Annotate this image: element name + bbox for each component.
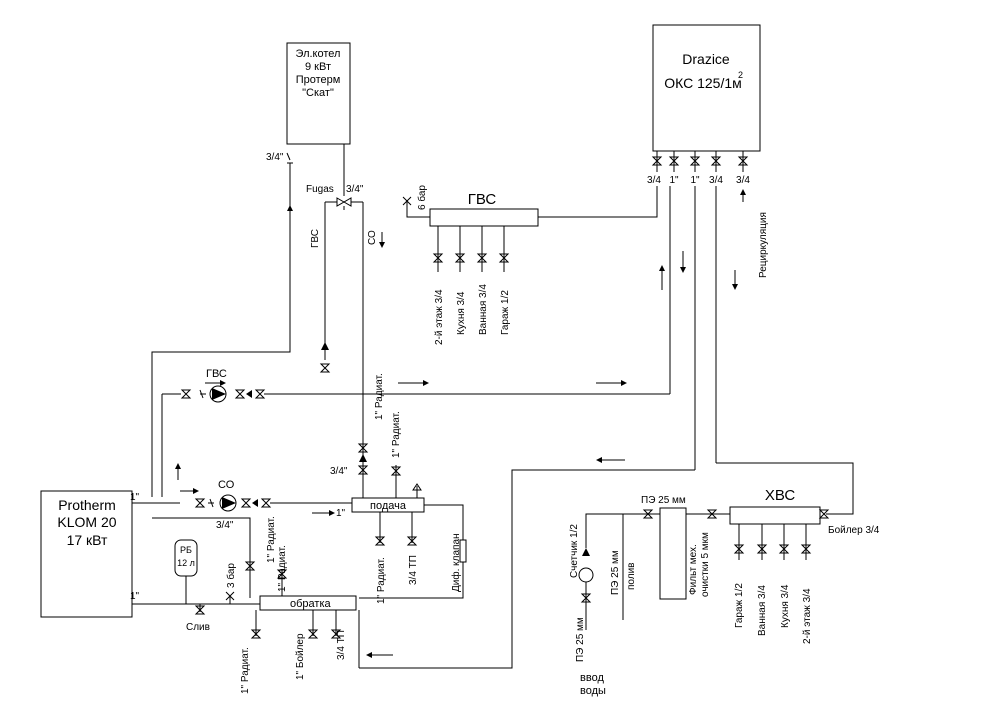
size-label: 3/4" bbox=[266, 152, 284, 163]
gvs-riser-label: ГВС bbox=[310, 229, 321, 248]
hvs-manifold-title: ХВС bbox=[765, 487, 796, 504]
recirculation-line: Рециркуляция bbox=[694, 186, 769, 470]
electric-boiler-line1: Эл.котел bbox=[296, 48, 341, 60]
rb-volume: 12 л bbox=[177, 558, 195, 568]
fugas-label: Fugas bbox=[306, 184, 334, 195]
gvs-pump-label: ГВС bbox=[206, 368, 227, 380]
gvs-manifold: ГВС 6 бар 2-й этаж 3/4 Кухня 3/4 Ванная … bbox=[402, 185, 658, 345]
hvs-manifold: ХВС Бойлер 3/4 Гараж 1/2 Ванная 3/4 Кухн… bbox=[569, 186, 880, 697]
water-input-label-2: воды bbox=[580, 685, 606, 697]
radiator-label: 1" Радиат. bbox=[240, 647, 251, 694]
electric-boiler-line2: 9 кВт bbox=[305, 61, 331, 73]
tp-label: 3/4 ТП bbox=[336, 630, 347, 660]
tank-port-label: 3/4 bbox=[709, 175, 723, 186]
supply-manifold-label: подача bbox=[370, 500, 407, 512]
electric-boiler: Эл.котел 9 кВт Протерм "Скат" bbox=[286, 42, 351, 145]
meter-label: Счетчик 1/2 bbox=[569, 524, 580, 578]
tank-model-sup: 2 bbox=[738, 70, 743, 80]
tp-label: 3/4 ТП bbox=[408, 555, 419, 585]
gvs-outlet-label: Кухня 3/4 bbox=[456, 291, 467, 335]
hvs-outlet-label: Гараж 1/2 bbox=[734, 583, 745, 628]
gvs-outlet-label: Ванная 3/4 bbox=[478, 284, 489, 335]
filter-label-2: очистки 5 мкм bbox=[700, 532, 711, 597]
size-label: 3/4" bbox=[216, 520, 234, 531]
radiator-label: 1" Радиат. bbox=[374, 373, 385, 420]
size-label: 1" bbox=[130, 492, 140, 503]
water-input-label-1: ввод bbox=[580, 672, 604, 684]
electric-boiler-line3: Протерм bbox=[296, 74, 341, 86]
electric-boiler-line4: "Скат" bbox=[302, 87, 334, 99]
return-manifold: 3/4" 1" Радиат. 1" Радиат. обратка 1" РБ… bbox=[130, 457, 695, 694]
tank-brand: Drazice bbox=[682, 51, 730, 67]
size-label: 1" bbox=[130, 591, 140, 602]
rb-name: РБ bbox=[180, 545, 192, 555]
irrigation-label: полив bbox=[626, 563, 637, 591]
radiator-label: 1" Радиат. bbox=[277, 545, 288, 592]
tank-port-label: 1" bbox=[690, 175, 700, 186]
gvs-pump-loop: ГВС bbox=[161, 186, 686, 497]
pe-label: ПЭ 25 мм bbox=[610, 550, 621, 595]
gas-boiler-line1: Protherm bbox=[58, 497, 116, 513]
pressure-6-label: 6 бар bbox=[416, 185, 428, 210]
drain-label: Слив bbox=[186, 622, 210, 633]
pe-label: ПЭ 25 мм bbox=[641, 495, 686, 506]
hvs-outlet-label: Кухня 3/4 bbox=[780, 584, 791, 628]
radiator-label: 1" Радиат. bbox=[266, 516, 277, 563]
tank-model: ОКС 125/1м bbox=[664, 75, 742, 91]
so-riser-label: СО bbox=[367, 230, 378, 245]
pe-label: ПЭ 25 мм bbox=[575, 617, 586, 662]
radiator-label: 1" Радиат. bbox=[376, 557, 387, 604]
gvs-outlet-label: Гараж 1/2 bbox=[500, 290, 511, 335]
so-pump-loop: 1" СО 1" подача 3/4" 1" Радиат. 1" Радиа… bbox=[130, 373, 467, 604]
hvs-outlet-label: Ванная 3/4 bbox=[757, 585, 768, 636]
gas-boiler-line2: KLOM 20 bbox=[57, 514, 116, 530]
so-pump-label: СО bbox=[218, 479, 235, 491]
gas-boiler-line3: 17 кВт bbox=[67, 532, 108, 548]
recirculation-label: Рециркуляция bbox=[758, 212, 769, 278]
hvs-outlet-label: 2-й этаж 3/4 bbox=[802, 588, 813, 644]
filter-label: Фильт мех. bbox=[688, 544, 699, 595]
boiler-port-label: Бойлер 3/4 bbox=[828, 525, 880, 536]
electric-boiler-piping: 3/4" Fugas 3/4" ГВС СО bbox=[151, 144, 385, 497]
size-label: 1" bbox=[336, 508, 346, 519]
return-manifold-label: обратка bbox=[290, 598, 332, 610]
pressure-3-label: 3 бар bbox=[225, 563, 237, 588]
tank-port-label: 3/4 bbox=[736, 175, 750, 186]
diff-valve-label: Диф. клапан bbox=[450, 533, 462, 592]
gvs-outlet-label: 2-й этаж 3/4 bbox=[434, 289, 445, 345]
radiator-label: 1" Радиат. bbox=[391, 411, 402, 458]
boiler-label: 1" Бойлер bbox=[295, 633, 306, 680]
gvs-manifold-title: ГВС bbox=[468, 191, 497, 208]
water-heater-tank: Drazice ОКС 125/1м 2 bbox=[652, 24, 761, 152]
gas-boiler: Protherm KLOM 20 17 кВт bbox=[40, 490, 133, 618]
tank-ports: 3/4 1" 1" 3/4 3/4 bbox=[647, 151, 750, 186]
size-label: 3/4" bbox=[330, 466, 348, 477]
tank-port-label: 3/4 bbox=[647, 175, 661, 186]
tank-port-label: 1" bbox=[669, 175, 679, 186]
size-label: 3/4" bbox=[346, 184, 364, 195]
